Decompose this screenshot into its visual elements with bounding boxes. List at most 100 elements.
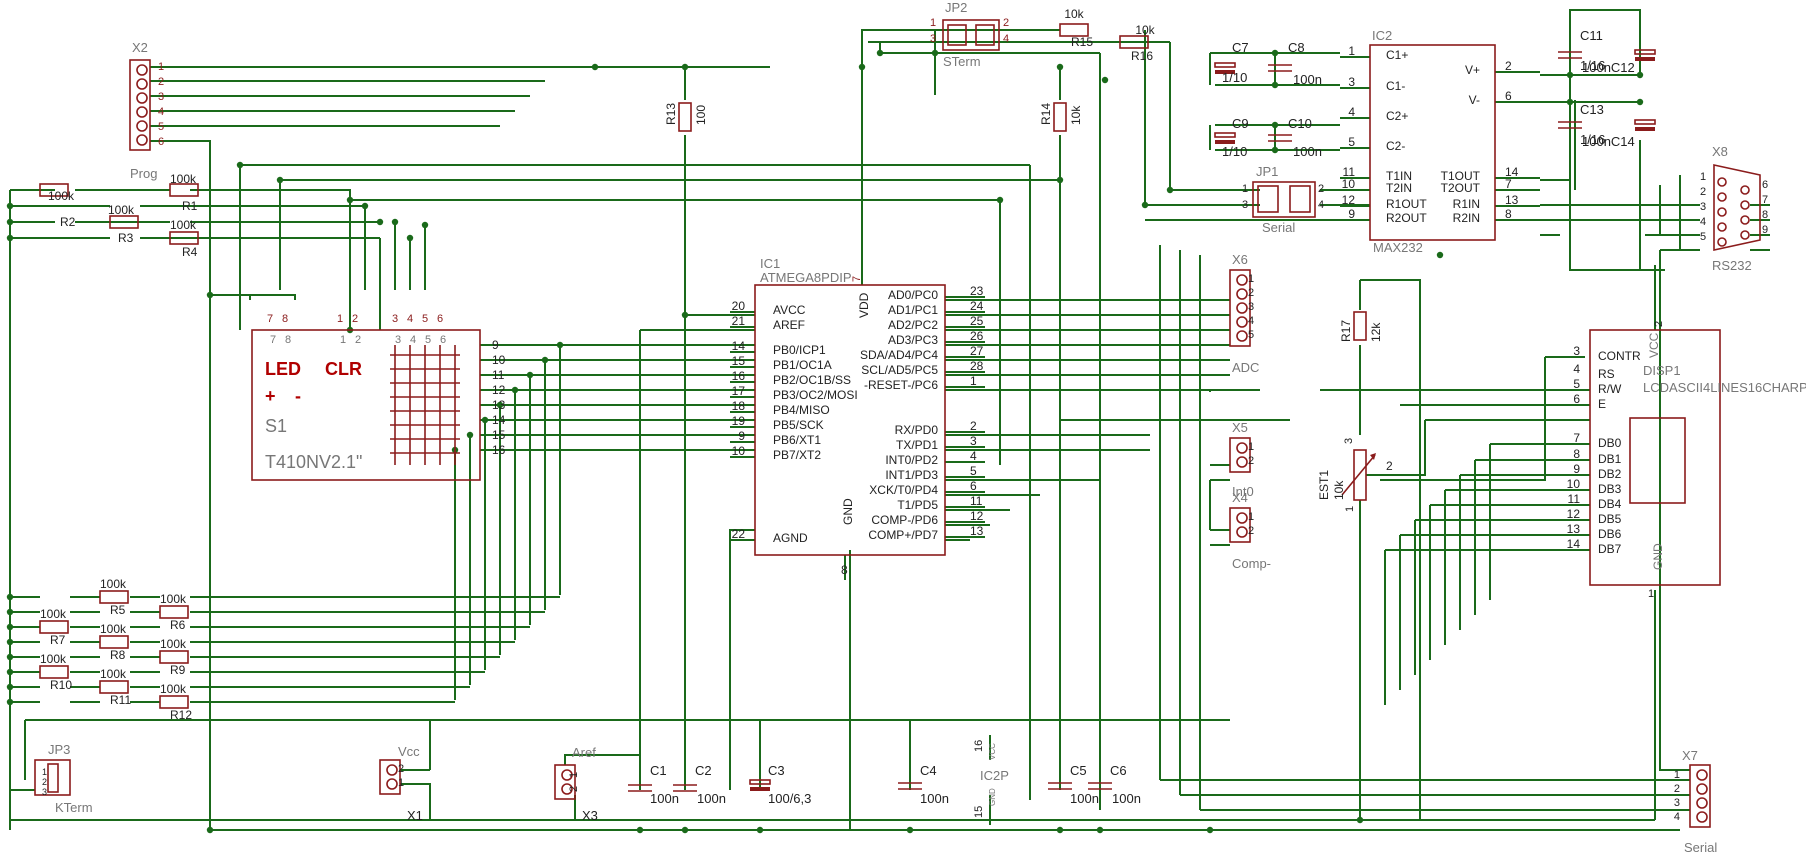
resistor-bottom-0 <box>99 590 129 604</box>
x3-pin: 1 <box>568 772 580 778</box>
r15-value: 10k <box>1064 7 1084 21</box>
junction-dot <box>1636 71 1644 79</box>
s1-pin-inner: 8 <box>285 334 291 346</box>
x1-label: Vcc <box>398 744 420 759</box>
x5-name: X5 <box>1232 420 1248 435</box>
ic1-part: ATMEGA8PDIP <box>760 270 852 285</box>
x6-label: ADC <box>1232 360 1259 375</box>
r-value: 100k <box>108 203 135 217</box>
r-name: R5 <box>110 603 126 617</box>
ic1-pin-num: 17 <box>732 384 746 398</box>
connector-x6 <box>1229 269 1251 347</box>
db9-pin <box>1740 230 1750 240</box>
cap-name: C9 <box>1232 116 1249 131</box>
ic1-pin-name: AVCC <box>773 303 806 317</box>
est1-pin: 2 <box>1386 459 1393 473</box>
x8-pin: 5 <box>1700 231 1706 243</box>
ic1-pin-num: 2 <box>970 419 977 433</box>
cap-name: C4 <box>920 763 937 778</box>
junction-dot <box>1271 146 1279 154</box>
x5-label: Int0 <box>1232 484 1254 499</box>
disp1-pin-name: DB1 <box>1598 452 1622 466</box>
resistor-r17 <box>1353 311 1367 341</box>
ic1-gndpin: 8 <box>841 563 848 577</box>
ic1-pin-num: 19 <box>732 414 746 428</box>
connector-x1 <box>379 759 401 795</box>
r-value: 100k <box>160 592 187 606</box>
jp3-pin: 2 <box>42 777 47 787</box>
cap-value: 100n <box>1112 791 1141 806</box>
junction-dot <box>1271 81 1279 89</box>
cap-name: C10 <box>1288 116 1312 131</box>
db9-pin <box>1717 207 1727 217</box>
ic1-pin-num: 11 <box>970 494 983 508</box>
disp1-pin-num: 12 <box>1567 507 1581 521</box>
s1-pin: 13 <box>492 398 506 412</box>
x6-name: X6 <box>1232 252 1248 267</box>
s1-pin: 4 <box>407 313 413 325</box>
disp1-pin-name: DB6 <box>1598 527 1622 541</box>
ic1-pin-name: PB0/ICP1 <box>773 343 826 357</box>
s1-pin: 7 <box>267 313 273 325</box>
jp1-jumper <box>1289 185 1311 213</box>
junction-dot <box>996 196 1004 204</box>
resistor-r15 <box>1059 23 1089 37</box>
ic2p-name: IC2P <box>980 768 1009 783</box>
est1-pin: 3 <box>1343 438 1355 444</box>
x4-pin: 2 <box>1248 525 1254 537</box>
disp1-pin-name: CONTR <box>1598 349 1641 363</box>
x2-pin: 4 <box>158 106 164 118</box>
ic2-pin-num: 4 <box>1348 105 1355 119</box>
ic1-pin-num: 4 <box>970 449 977 463</box>
cap-value: 100/6,3 <box>768 791 811 806</box>
resistor-r4 <box>169 231 199 245</box>
disp1-pin-name: DB4 <box>1598 497 1622 511</box>
capacitor-c13 <box>1558 121 1582 129</box>
junction-dot <box>6 218 14 226</box>
x1-name: X1 <box>407 808 423 823</box>
junction-dot <box>6 683 14 691</box>
connector-x4 <box>1229 507 1251 543</box>
junction-dot <box>876 49 884 57</box>
switch-s1 <box>251 329 481 481</box>
wire <box>400 783 431 820</box>
ic1-pin-name: AREF <box>773 318 805 332</box>
lcd-disp1 <box>1589 329 1721 586</box>
junction-dot <box>346 196 354 204</box>
lcd-window <box>1629 417 1686 504</box>
ic2-pin-num: 12 <box>1342 193 1356 207</box>
junction-dot <box>1056 176 1064 184</box>
s1-plus: + <box>265 386 276 406</box>
disp1-pin-num: 9 <box>1573 462 1580 476</box>
ic1-pin-name: PB4/MISO <box>773 403 830 417</box>
junction-dot <box>236 161 244 169</box>
junction-dot <box>6 653 14 661</box>
potentiometer-est1 <box>1353 449 1367 501</box>
junction-dot <box>466 431 474 439</box>
r-name: R10 <box>50 678 72 692</box>
ic2-pin-num: 7 <box>1505 177 1512 191</box>
resistor-bottom-4 <box>159 650 189 664</box>
junction-dot <box>511 386 519 394</box>
est1-value: 10k <box>1332 480 1346 500</box>
resistor-bottom-5 <box>39 665 69 679</box>
s1-pin: 16 <box>492 443 506 457</box>
cap-value: 100n <box>650 791 679 806</box>
jp1-pin: 3 <box>1242 199 1248 211</box>
jp3-jumper <box>47 763 59 793</box>
capacitor-c1 <box>628 784 652 792</box>
x8-pin: 2 <box>1700 186 1706 198</box>
ic1-pin-num: 23 <box>970 284 984 298</box>
ic1-pin-name: PB2/OC1B/SS <box>773 373 851 387</box>
db9-pin <box>1717 192 1727 202</box>
ic2-part: MAX232 <box>1373 240 1423 255</box>
x7-pin: 1 <box>1674 769 1680 781</box>
x4-pin: 1 <box>1248 511 1254 523</box>
ic1-pin-num: 10 <box>732 444 746 458</box>
s1-pin: 15 <box>492 428 506 442</box>
s1-minus: - <box>295 386 301 406</box>
r-value: 100k <box>170 172 197 186</box>
disp1-pin-num: 4 <box>1573 362 1580 376</box>
cap-name: C2 <box>695 763 712 778</box>
ic2-pin-num: 5 <box>1348 135 1355 149</box>
